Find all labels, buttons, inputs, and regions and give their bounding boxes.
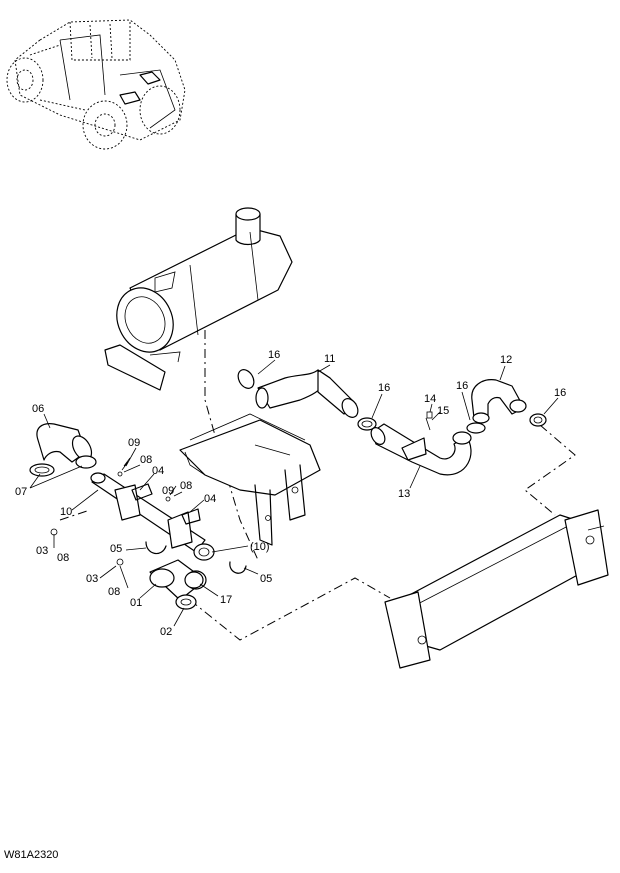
muffler bbox=[104, 207, 293, 391]
callout-10: 10 bbox=[60, 506, 72, 518]
wheel-loader-thumbnail bbox=[6, 19, 186, 150]
callout-11: 11 bbox=[324, 353, 335, 365]
leader-lines bbox=[29, 359, 559, 627]
callout-01: 01 bbox=[130, 597, 142, 609]
hose-clamp-16-a bbox=[237, 369, 255, 389]
pipe-12 bbox=[471, 379, 527, 424]
hose-clamp-16-d bbox=[529, 413, 547, 427]
callout-03: 03 bbox=[36, 545, 48, 557]
callout-12: 12 bbox=[500, 354, 512, 366]
pipe-11 bbox=[255, 369, 359, 418]
callout-02: 02 bbox=[160, 626, 172, 638]
hose-clamp-17 bbox=[184, 571, 204, 589]
callout-10-ref: (10) bbox=[250, 541, 270, 553]
callout-05: 05 bbox=[110, 543, 122, 555]
callout-05: 05 bbox=[260, 573, 272, 585]
callout-08: 08 bbox=[180, 480, 192, 492]
callout-16: 16 bbox=[268, 349, 280, 361]
hose-clamp-07 bbox=[29, 455, 97, 477]
elbow-hose-06 bbox=[36, 423, 93, 463]
callout-04: 04 bbox=[152, 465, 164, 477]
callout-16: 16 bbox=[554, 387, 566, 399]
callout-08: 08 bbox=[140, 454, 152, 466]
drawing-code: W81A2320 bbox=[4, 849, 58, 861]
callout-07: 07 bbox=[15, 486, 27, 498]
callout-14: 14 bbox=[424, 393, 436, 405]
callout-labels: 16 11 16 12 16 16 14 15 13 06 07 10 09 0… bbox=[15, 349, 566, 638]
callout-08: 08 bbox=[57, 552, 69, 564]
band-04 bbox=[131, 483, 201, 525]
hose-clamp-16-c bbox=[466, 422, 486, 434]
callout-15: 15 bbox=[437, 405, 449, 417]
callout-16: 16 bbox=[378, 382, 390, 394]
callout-16: 16 bbox=[456, 380, 468, 392]
pipe-13 bbox=[370, 423, 472, 476]
bolt-14-nut-15 bbox=[425, 411, 433, 431]
callout-08: 08 bbox=[108, 586, 120, 598]
callout-06: 06 bbox=[32, 403, 44, 415]
callout-04: 04 bbox=[204, 493, 216, 505]
callout-03: 03 bbox=[86, 573, 98, 585]
hose-clamp-02 bbox=[175, 594, 197, 610]
charge-air-cooler bbox=[384, 509, 609, 669]
callout-17: 17 bbox=[220, 594, 232, 606]
hose-clamp-16-b bbox=[357, 417, 377, 431]
callout-13: 13 bbox=[398, 488, 410, 500]
callout-09: 09 bbox=[162, 485, 174, 497]
pipe-bracket bbox=[179, 413, 321, 546]
callout-09: 09 bbox=[128, 437, 140, 449]
